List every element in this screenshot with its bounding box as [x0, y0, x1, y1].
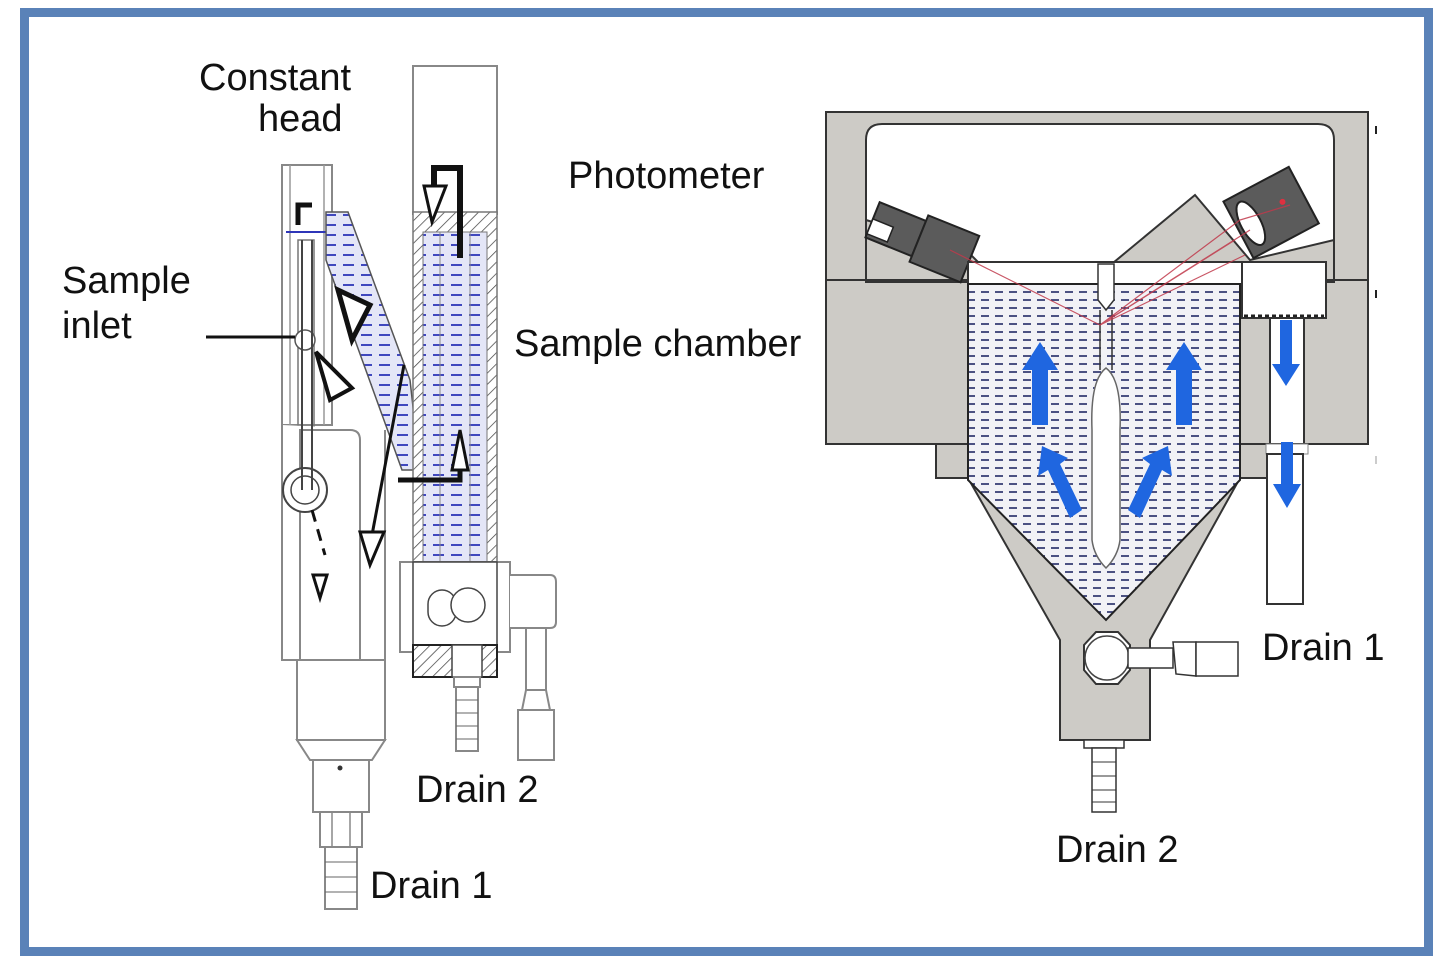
light-beams: [949, 204, 1291, 326]
flow-arrow-diag-right: [1128, 446, 1172, 518]
label-constant-head-2: head: [258, 98, 343, 140]
light-source-icon: [864, 200, 981, 284]
detector-icon: [1222, 165, 1321, 260]
label-sample-inlet-1: Sample: [62, 260, 191, 302]
overflow-weir: [1241, 261, 1327, 319]
flow-arrow-up-right: [1166, 342, 1202, 425]
flow-arrow-down-2: [1273, 442, 1301, 508]
flow-arrow-diag-left: [1038, 446, 1082, 518]
label-drain-1-left: Drain 1: [370, 865, 493, 907]
sample-chamber-column: [398, 65, 557, 761]
right-diagram: Drain 1 Drain 2: [825, 111, 1385, 871]
label-drain-2-left: Drain 2: [416, 769, 539, 811]
flow-arrow-up-left: [1022, 342, 1058, 425]
drain-1-fitting: [295, 659, 387, 910]
label-sample-chamber: Sample chamber: [514, 323, 802, 365]
valve-body: [281, 240, 386, 661]
drain-2-fitting: [1083, 739, 1125, 813]
label-constant-head-1: Constant: [199, 57, 352, 99]
label-photometer: Photometer: [568, 155, 765, 197]
central-baffle: [1091, 263, 1121, 570]
constant-head-tube: [281, 164, 333, 431]
label-drain-1-right: Drain 1: [1262, 627, 1385, 669]
flow-arrows: [1022, 320, 1301, 518]
label-drain-2-right: Drain 2: [1056, 829, 1179, 871]
left-diagram: Constant head Sample inlet Photometer Sa…: [62, 57, 802, 910]
drain-valve: [1083, 631, 1239, 685]
drain-flow-arrow: [357, 364, 406, 570]
flow-arrow-down-1: [1272, 320, 1300, 386]
label-sample-inlet-2: inlet: [62, 305, 132, 347]
